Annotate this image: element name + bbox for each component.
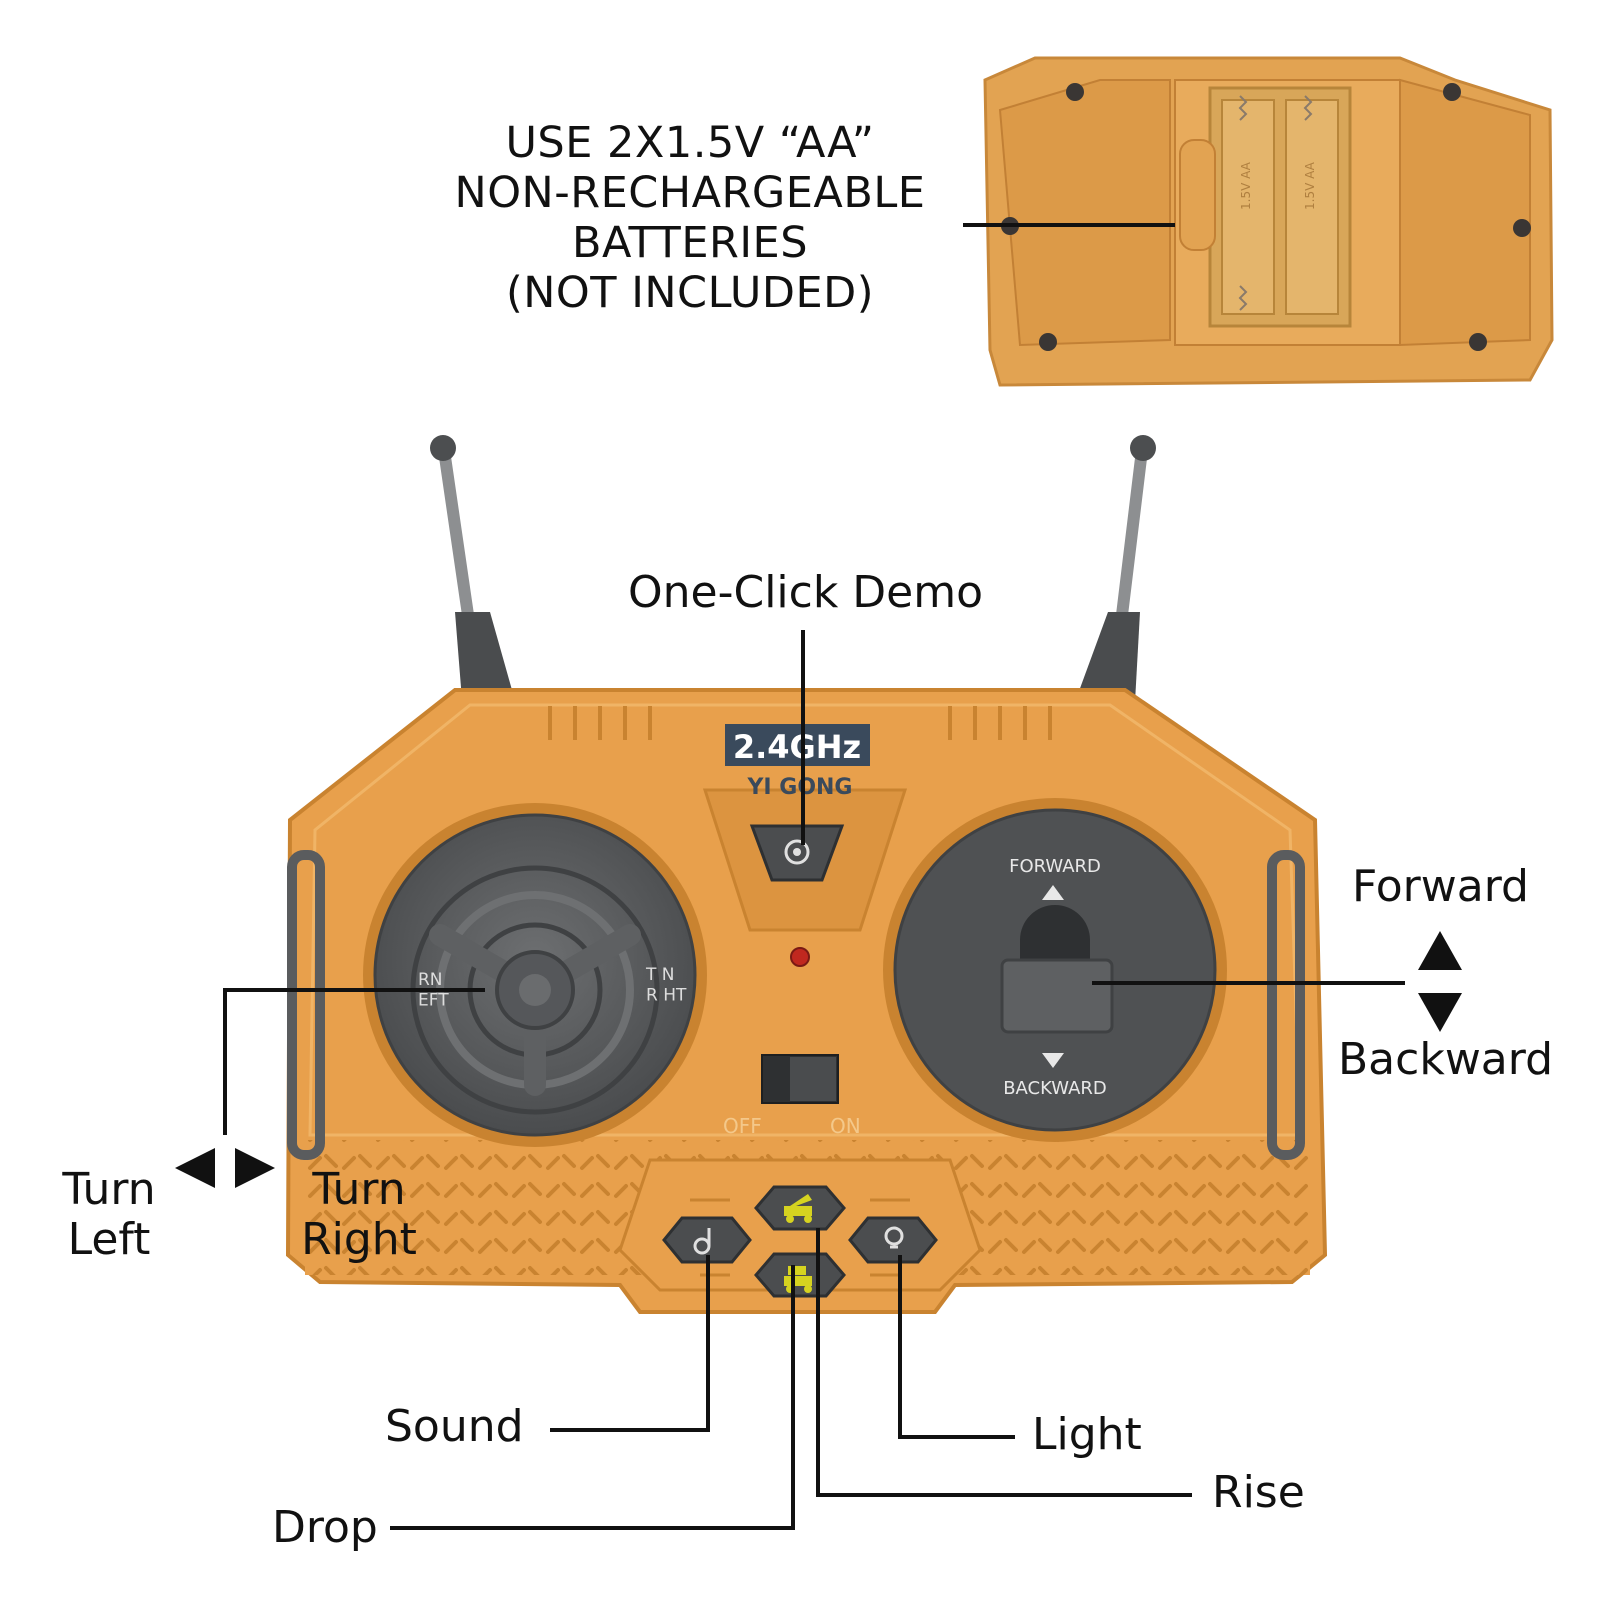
steering-dial[interactable] [363,803,707,1147]
forward-label: Forward [1352,861,1529,912]
callout-lines [223,630,1405,1530]
rise-label: Rise [1212,1467,1305,1518]
battery-note-line: USE 2X1.5V “AA” [505,118,875,168]
demo-button[interactable] [749,824,845,882]
backward-label: Backward [1338,1034,1554,1085]
screw-hole [1066,83,1084,101]
switch-off-label: OFF [723,1114,762,1138]
screw-hole [1443,83,1461,101]
triangle-down-icon [1418,993,1462,1032]
turn-right-line: Right [301,1214,417,1265]
light-label: Light [1032,1409,1142,1460]
power-led [790,947,810,967]
turn-right-label: Turn Right [298,1165,420,1265]
triangle-up-icon [1042,885,1064,900]
light-button[interactable] [848,1216,938,1264]
battery-note: USE 2X1.5V “AA” NON-RECHARGEABLE BATTERI… [440,118,940,318]
screw-hole [1513,219,1531,237]
spring-icon [1238,95,1248,121]
screw-hole [1039,333,1057,351]
bulb-icon [884,1226,904,1249]
brand-text: YI GONG [746,775,852,800]
throttle-lever[interactable] [1000,958,1114,1034]
drop-button[interactable] [754,1252,846,1298]
battery-slot [1221,99,1275,315]
power-switch[interactable] [761,1054,839,1104]
drop-label: Drop [272,1502,378,1553]
triangle-left-icon [175,1148,215,1188]
sound-label: Sound [385,1401,524,1452]
demo-label: One-Click Demo [628,567,984,618]
throttle-pad[interactable] [883,798,1227,1142]
battery-cell-marking: 1.5V AA [1239,161,1253,210]
battery-note-line: BATTERIES [571,218,809,268]
turn-left-line: Turn [62,1164,156,1215]
rise-button[interactable] [754,1185,846,1231]
battery-compartment: 1.5V AA 1.5V AA [983,56,1554,387]
battery-cell-marking: 1.5V AA [1303,161,1317,210]
music-note-icon [693,1228,711,1255]
turn-left-line: Left [67,1214,151,1265]
triangle-up-icon [1418,931,1462,970]
antenna-left [430,435,512,700]
spring-icon [1303,95,1313,121]
triangle-right-icon [235,1148,275,1188]
sound-button[interactable] [662,1216,752,1264]
antenna-right [1075,435,1156,702]
turn-right-line: Turn [312,1164,406,1215]
gear-icon [784,839,810,865]
frequency-text: 2.4GHz [733,728,861,766]
side-rail-right [1267,850,1305,1160]
turn-left-label: Turn Left [54,1165,164,1265]
forward-print: FORWARD [1009,856,1101,877]
switch-on-label: ON [830,1114,861,1138]
brand-plate: 2.4GHz YI GONG [725,724,870,800]
triangle-down-icon [1042,1053,1064,1068]
screw-hole [1469,333,1487,351]
side-rail-left [287,850,325,1160]
dump-truck-rise-icon [784,1194,812,1223]
spring-icon [1238,285,1248,311]
battery-note-line: NON-RECHARGEABLE [454,168,926,218]
backward-print: BACKWARD [1003,1078,1107,1099]
battery-slot [1285,99,1339,315]
battery-note-line: (NOT INCLUDED) [505,268,875,318]
